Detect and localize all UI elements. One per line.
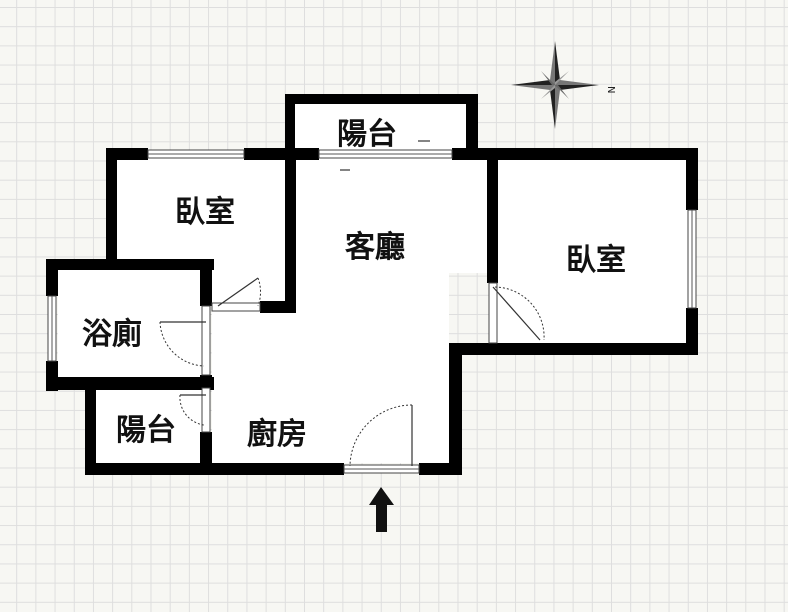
room-label-bedroom-right: 臥室 [566, 243, 626, 278]
doors [159, 277, 545, 467]
arrow-up-icon [369, 487, 394, 532]
floor-areas [58, 104, 689, 463]
compass-rose-icon [511, 41, 599, 129]
room-label-balcony-top: 陽台 [337, 117, 397, 152]
room-label-bathroom: 浴廁 [82, 317, 142, 352]
slide-arrows [340, 140, 430, 171]
compass-north-label: N [605, 86, 616, 93]
windows [47, 149, 697, 474]
room-label-living-room: 客廳 [345, 230, 405, 265]
walls [46, 94, 698, 475]
room-label-balcony-small: 陽台 [116, 413, 176, 448]
room-label-kitchen: 廚房 [247, 417, 307, 452]
room-label-bedroom-left: 臥室 [175, 195, 235, 230]
